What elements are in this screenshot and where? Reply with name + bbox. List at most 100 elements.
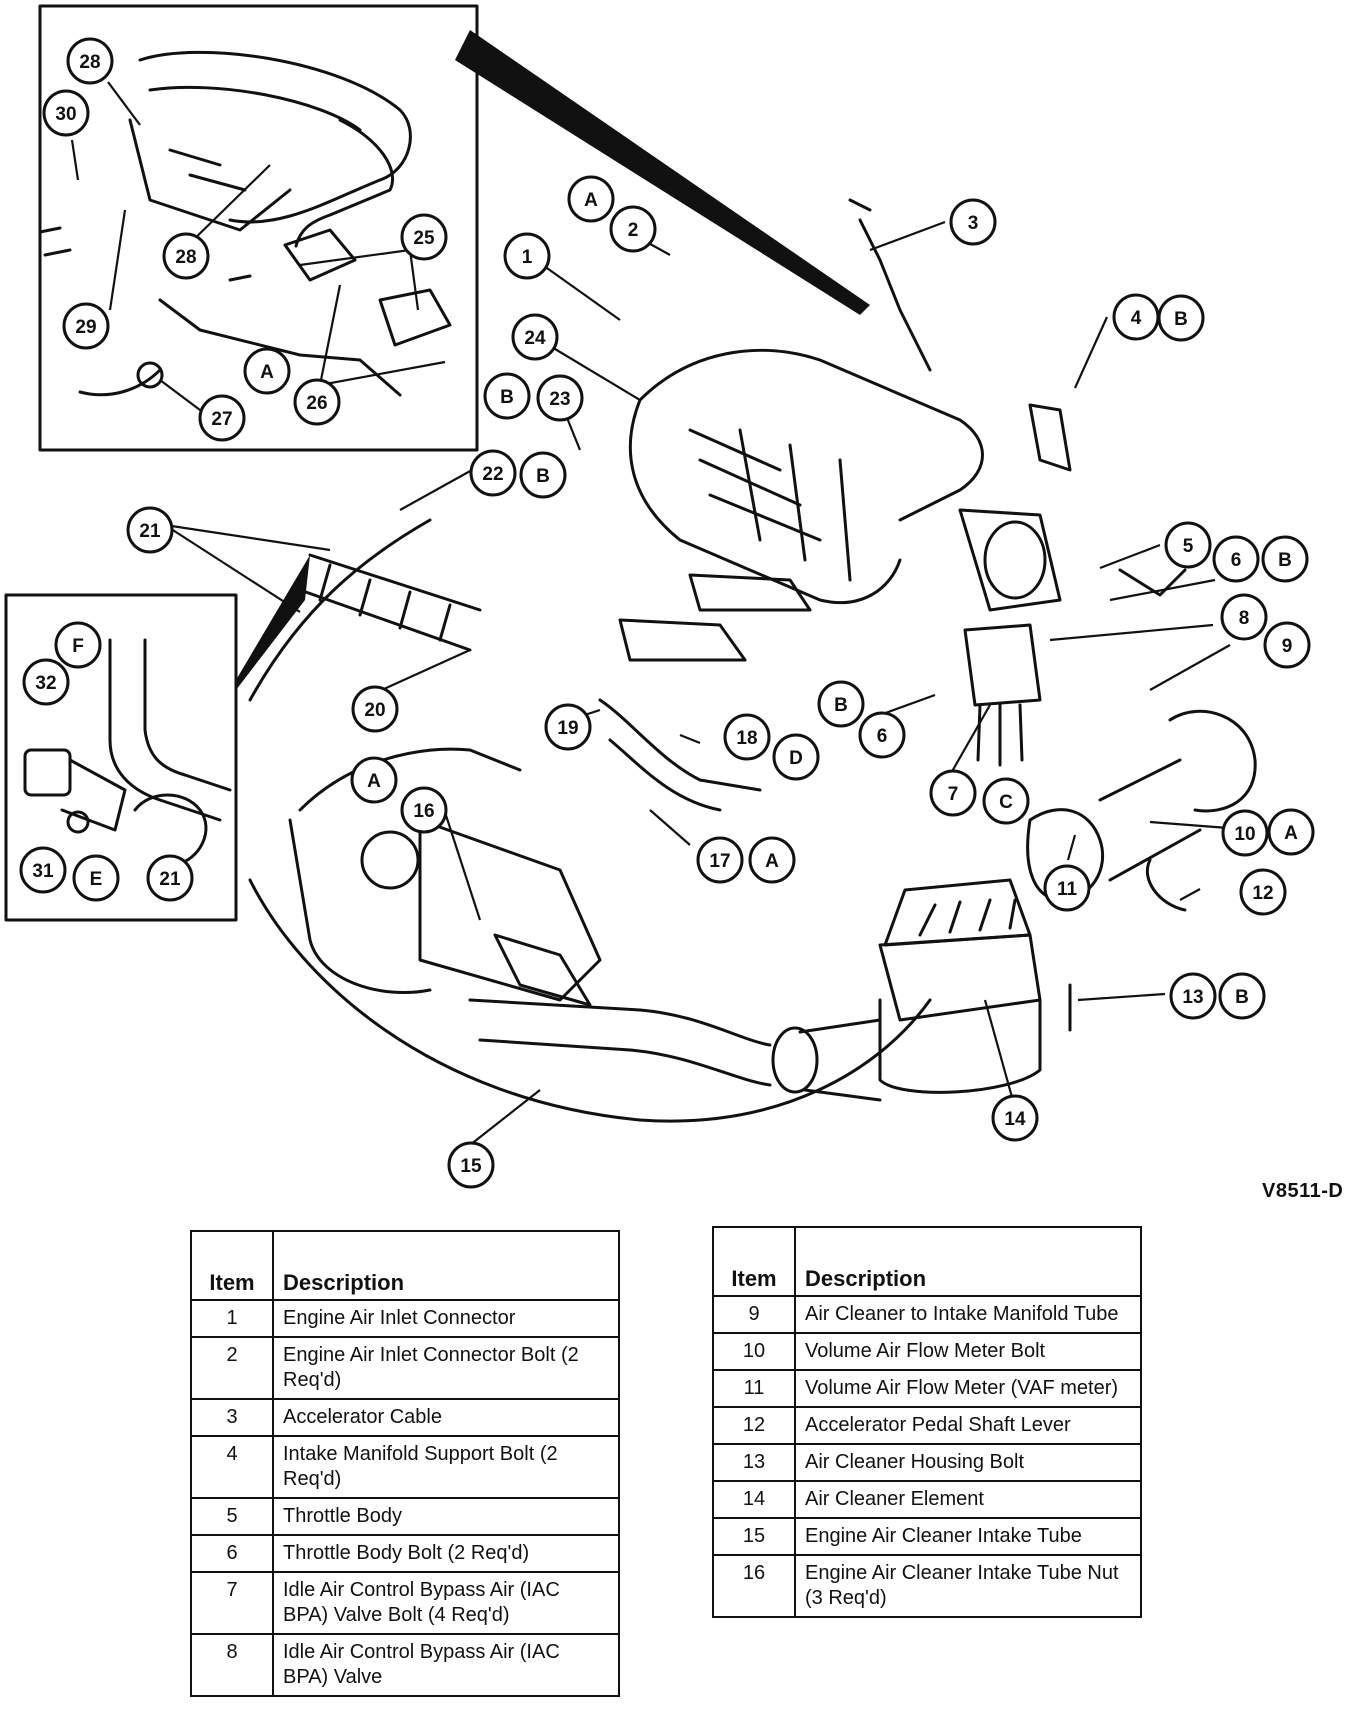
callout-lD: D	[772, 733, 820, 781]
item-description: Accelerator Pedal Shaft Lever	[794, 1406, 1142, 1445]
callout-circle	[949, 198, 997, 246]
callout-label: B	[1174, 309, 1188, 330]
callout-label: B	[1278, 550, 1292, 571]
callout-label: C	[999, 792, 1013, 813]
item-description: Engine Air Inlet Connector Bolt (2 Req'd…	[272, 1336, 620, 1400]
item-number: 4	[190, 1435, 274, 1499]
callout-c19: 19	[544, 703, 592, 751]
callout-label: E	[90, 869, 103, 890]
callout-c27: 27	[198, 394, 246, 442]
callout-label: D	[789, 748, 803, 769]
callout-label: 28	[79, 52, 100, 73]
callout-c3: 3	[949, 198, 997, 246]
callout-c24: 24	[511, 313, 559, 361]
callout-circle	[748, 836, 796, 884]
item-description: Air Cleaner Element	[794, 1480, 1142, 1519]
callout-circle	[1267, 808, 1315, 856]
callout-circle	[991, 1094, 1039, 1142]
item-description: Volume Air Flow Meter Bolt	[794, 1332, 1142, 1371]
item-number: 10	[712, 1332, 796, 1371]
callout-label: 26	[306, 393, 327, 414]
callout-circle	[400, 786, 448, 834]
callout-c11: 11	[1043, 864, 1091, 912]
callout-circle	[72, 854, 120, 902]
callout-label: A	[367, 771, 381, 792]
callout-circle	[929, 769, 977, 817]
callout-lC: C	[982, 777, 1030, 825]
callout-lA5: A	[1267, 808, 1315, 856]
callout-lB2: B	[483, 372, 531, 420]
callout-circle	[62, 302, 110, 350]
callout-c20: 20	[351, 685, 399, 733]
item-description: Engine Air Inlet Connector	[272, 1299, 620, 1338]
callout-circle	[400, 213, 448, 261]
callout-circle	[567, 175, 615, 223]
inset-sensor-detail	[4, 593, 238, 922]
callout-lB6: B	[1218, 972, 1266, 1020]
callout-label: A	[765, 851, 779, 872]
item-description: Air Cleaner to Intake Manifold Tube	[794, 1295, 1142, 1334]
callout-label: B	[1235, 987, 1249, 1008]
callout-c31: 31	[19, 846, 67, 894]
item-number: 11	[712, 1369, 796, 1408]
exploded-engine-diagram: 1234566789101112131415161718192021212223…	[4, 4, 1315, 1189]
callout-circle	[350, 756, 398, 804]
callout-circle	[1221, 809, 1269, 857]
callout-label: 6	[877, 726, 888, 747]
callout-c12: 12	[1239, 868, 1287, 916]
callout-c7: 7	[929, 769, 977, 817]
callout-label: 21	[159, 869, 181, 890]
callout-label: 16	[413, 801, 434, 822]
callout-circle	[469, 449, 517, 497]
item-number: 12	[712, 1406, 796, 1445]
callout-circle	[1164, 521, 1212, 569]
item-number: 1	[190, 1299, 274, 1338]
callout-circle	[243, 347, 291, 395]
callout-lE: E	[72, 854, 120, 902]
callout-circle	[1220, 593, 1268, 641]
table-header-row: Item Description	[190, 1230, 620, 1301]
callout-circle	[544, 703, 592, 751]
callout-label: 21	[139, 521, 161, 542]
callout-label: 4	[1131, 308, 1142, 329]
callout-lA3: A	[350, 756, 398, 804]
callout-label: 31	[32, 861, 54, 882]
callout-c28a: 28	[66, 37, 114, 85]
inset-pointer-wedge-top	[455, 30, 870, 315]
callout-circle	[511, 313, 559, 361]
callout-circle	[66, 37, 114, 85]
item-description: Throttle Body Bolt (2 Req'd)	[272, 1534, 620, 1573]
callout-c10: 10	[1221, 809, 1269, 857]
callout-circle	[42, 89, 90, 137]
leader-lines	[70, 81, 1231, 1146]
callout-c26: 26	[293, 378, 341, 426]
callout-circle	[1263, 621, 1311, 669]
callout-c4: 4	[1112, 293, 1160, 341]
item-description: Engine Air Cleaner Intake Tube Nut (3 Re…	[794, 1554, 1142, 1618]
item-number: 8	[190, 1633, 274, 1697]
callout-label: 1	[522, 247, 533, 268]
callout-c17: 17	[696, 836, 744, 884]
item-description: Intake Manifold Support Bolt (2 Req'd)	[272, 1435, 620, 1499]
callout-circle	[54, 621, 102, 669]
callout-c13: 13	[1169, 972, 1217, 1020]
callout-circle	[19, 846, 67, 894]
callout-circle	[696, 836, 744, 884]
item-number: 3	[190, 1398, 274, 1437]
item-number: 16	[712, 1554, 796, 1618]
callout-c25: 25	[400, 213, 448, 261]
callout-label: 20	[364, 700, 385, 721]
